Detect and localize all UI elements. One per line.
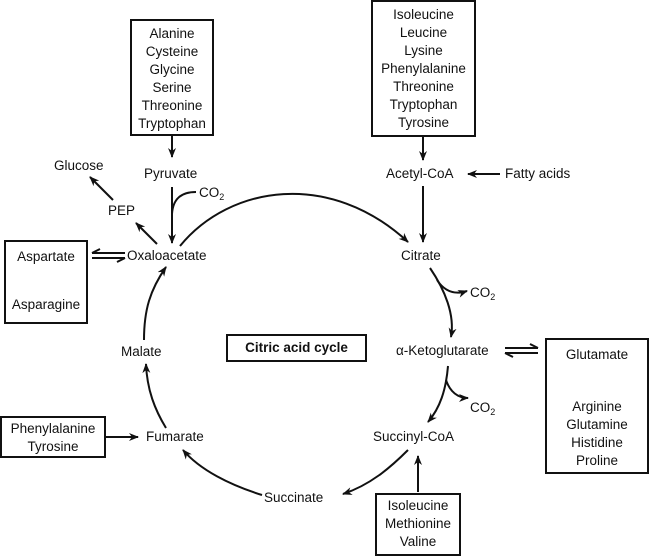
co2-subscript: 2 [490, 407, 496, 417]
succinate-label: Succinate [264, 490, 324, 505]
co2-label-citrate: CO2 [470, 285, 496, 302]
amino-acid: Threonine [393, 79, 454, 94]
alpha-ketoglutarate-label: α-Ketoglutarate [396, 343, 489, 358]
arc-fumarate-to-malate [142, 363, 167, 429]
oxaloacetate-label: Oxaloacetate [127, 248, 207, 263]
arc-citrate-to-akg [429, 267, 457, 338]
pep-label: PEP [108, 203, 136, 218]
asparagine-label: Asparagine [11, 297, 81, 312]
co2-release-2 [445, 379, 469, 402]
amino-acid: Tryptophan [389, 97, 458, 112]
arrow-oxaloacetate-to-pep [135, 222, 158, 245]
amino-acid: Valine [399, 534, 437, 549]
arc-akg-to-succinyl-coa [427, 365, 449, 423]
equilibrium-akg-glutamate [505, 343, 539, 349]
amino-acid: Threonine [141, 98, 203, 113]
amino-acid: Isoleucine [387, 498, 449, 513]
amino-acid: Lysine [404, 43, 443, 58]
citrate-label: Citrate [401, 248, 441, 263]
succinyl-coa-sources-box: Isoleucine Methionine Valine [375, 493, 461, 556]
fatty-acids-label: Fatty acids [505, 166, 571, 181]
amino-acid: Proline [575, 453, 619, 468]
arc-malate-to-oxaloacetate [143, 266, 167, 341]
amino-acid: Leucine [399, 25, 448, 40]
amino-acid: Serine [152, 80, 192, 95]
fumarate-sources-box: Phenylalanine Tyrosine [0, 416, 106, 458]
amino-acid: Histidine [571, 435, 623, 450]
amino-acid: Arginine [572, 399, 622, 414]
amino-acid: Phenylalanine [381, 61, 466, 76]
co2-release-1 [436, 279, 468, 298]
malate-label: Malate [121, 344, 162, 359]
equilibrium-akg-glutamate-lower [504, 352, 538, 358]
amino-acid: Glutamine [566, 417, 628, 432]
amino-acid: Cysteine [145, 44, 199, 59]
co2-text: CO [470, 285, 491, 300]
fumarate-label: Fumarate [146, 429, 204, 444]
pyruvate-sources-box: Alanine Cysteine Glycine Serine Threonin… [130, 19, 214, 136]
co2-input-curve [171, 191, 197, 215]
glutamate-box: Glutamate Arginine Glutamine Histidine P… [545, 338, 649, 474]
aspartate-label: Aspartate [17, 249, 75, 264]
succinyl-coa-label: Succinyl-CoA [373, 429, 455, 444]
amino-acid: Alanine [149, 26, 195, 41]
amino-acid: Tyrosine [27, 439, 79, 454]
diagram-title: Citric acid cycle [226, 334, 367, 362]
amino-acid: Phenylalanine [10, 421, 96, 436]
amino-acid: Tyrosine [397, 115, 450, 130]
pyruvate-label: Pyruvate [144, 166, 198, 181]
co2-text: CO [199, 185, 220, 200]
co2-text: CO [470, 400, 491, 415]
arc-succinyl-coa-to-succinate [342, 449, 409, 495]
amino-acid: Isoleucine [393, 7, 454, 22]
amino-acid: Tryptophan [138, 116, 206, 131]
arc-succinate-to-fumarate [182, 449, 263, 496]
acetyl-coa-sources-box: Isoleucine Leucine Lysine Phenylalanine … [371, 0, 476, 137]
equilibrium-lower [92, 257, 126, 263]
amino-acid: Methionine [384, 516, 452, 531]
co2-label-pyruvate: CO2 [199, 185, 225, 202]
co2-subscript: 2 [490, 292, 496, 302]
arrow-pep-to-glucose [89, 176, 114, 201]
glucose-label: Glucose [54, 158, 104, 173]
arc-oxaloacetate-to-citrate [179, 192, 409, 247]
co2-subscript: 2 [219, 192, 225, 202]
co2-label-akg: CO2 [470, 400, 496, 417]
equilibrium-aspartate-oxaloacetate [91, 248, 125, 254]
amino-acid: Glycine [149, 62, 195, 77]
aspartate-box: Aspartate Asparagine [4, 240, 88, 324]
glutamate-label: Glutamate [565, 347, 629, 362]
acetyl-coa-label: Acetyl-CoA [386, 166, 454, 181]
